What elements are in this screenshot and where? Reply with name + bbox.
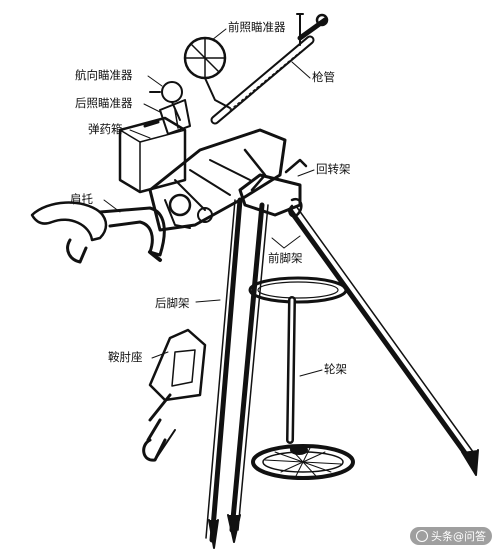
label-pivot: 回转架 — [316, 162, 351, 176]
label-shoulder-stock: 肩托 — [70, 192, 93, 206]
label-rear-sight: 后照瞄准器 — [75, 96, 133, 110]
label-front-leg: 前脚架 — [268, 251, 303, 265]
label-front-sight: 前照瞄准器 — [228, 20, 286, 34]
barrel-drawing — [210, 13, 329, 125]
label-ammo-box: 弹药箱 — [88, 122, 123, 136]
right-leg-drawing — [287, 205, 479, 476]
front-sight-drawing — [183, 36, 231, 109]
heading-sight-drawing — [149, 81, 183, 121]
front-leg-drawing — [227, 202, 269, 543]
label-wheel-mount: 轮架 — [324, 362, 347, 376]
shoulder-stock-drawing — [30, 201, 166, 264]
watermark-logo-icon — [416, 530, 428, 542]
label-cradle: 鞍肘座 — [108, 350, 143, 364]
cradle-drawing — [142, 328, 207, 462]
leader-lines — [103, 28, 323, 377]
rear-leg-drawing — [205, 197, 243, 549]
receiver-drawing — [148, 128, 287, 232]
rear-sight-drawing — [159, 99, 191, 135]
pivot-drawing — [238, 158, 308, 218]
wheel-mount-drawing — [248, 276, 355, 480]
label-rear-leg: 后脚架 — [155, 296, 190, 310]
label-barrel: 枪管 — [312, 70, 335, 84]
watermark: 头条@问答 — [410, 527, 492, 545]
watermark-text: 头条@问答 — [431, 530, 486, 543]
label-heading-sight: 航向瞄准器 — [75, 68, 133, 82]
